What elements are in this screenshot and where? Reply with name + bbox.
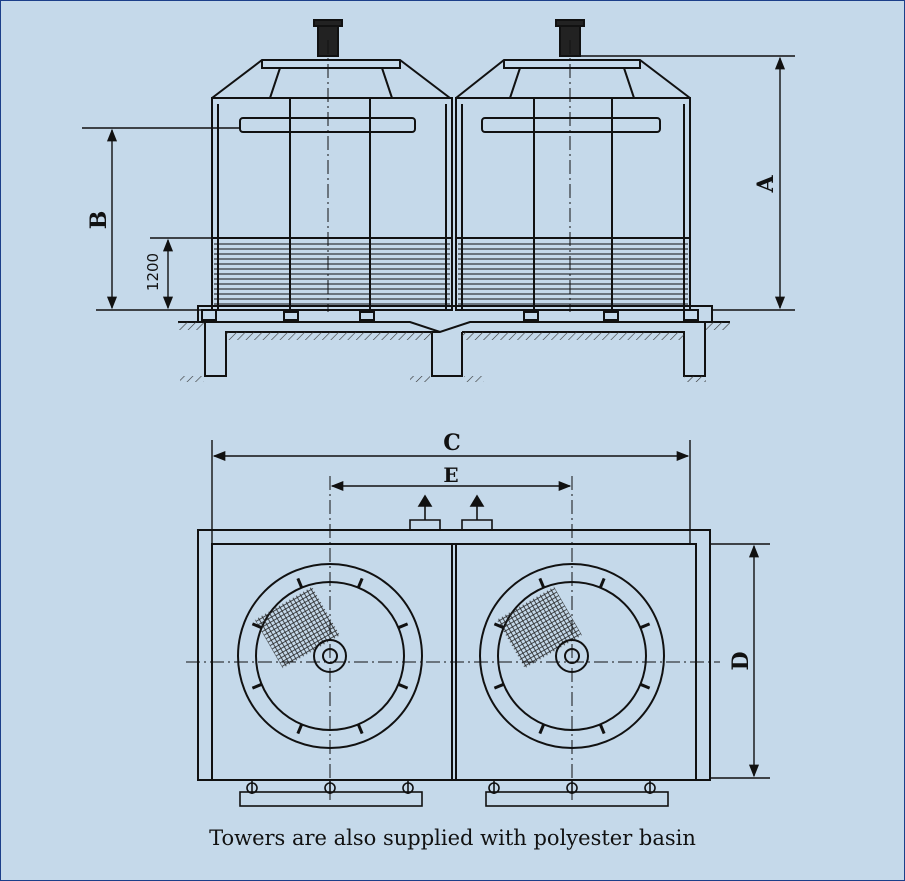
shroud-segment-tick bbox=[538, 577, 546, 589]
shroud-segment-tick bbox=[598, 577, 606, 589]
dimension-a bbox=[574, 55, 795, 311]
label-1200: 1200 bbox=[144, 253, 162, 291]
shroud-segment-tick bbox=[296, 577, 304, 589]
dimension-c bbox=[211, 440, 691, 545]
shroud-segment-tick bbox=[397, 622, 409, 630]
shroud-segment-tick bbox=[639, 622, 651, 630]
dimension-b bbox=[82, 127, 240, 311]
shroud-segment-tick bbox=[356, 723, 364, 735]
elevation-view bbox=[82, 19, 795, 382]
figure-caption: Towers are also supplied with polyester … bbox=[209, 826, 696, 850]
outlet-headers bbox=[239, 780, 669, 807]
shroud-segment-tick bbox=[397, 682, 409, 690]
shroud-segment-tick bbox=[356, 577, 364, 589]
shroud-segment-tick bbox=[493, 622, 505, 630]
shroud-segment-tick bbox=[598, 723, 606, 735]
inlet-pipes bbox=[409, 494, 493, 531]
dimension-d bbox=[710, 543, 770, 779]
right-tower-elevation bbox=[455, 19, 691, 311]
shroud-segment-tick bbox=[251, 682, 263, 690]
left-tower-elevation bbox=[211, 19, 453, 311]
foundations bbox=[178, 321, 730, 377]
shroud-segment-tick bbox=[538, 723, 546, 735]
label-d: D bbox=[728, 651, 754, 670]
louver-lines bbox=[214, 243, 688, 305]
shroud-segment-tick bbox=[493, 682, 505, 690]
shroud-segment-tick bbox=[251, 622, 263, 630]
shroud-segment-tick bbox=[296, 723, 304, 735]
basin-elevation bbox=[197, 305, 713, 334]
label-e: E bbox=[443, 463, 458, 487]
shroud-segment-tick bbox=[639, 682, 651, 690]
label-a: A bbox=[753, 175, 779, 194]
plan-view bbox=[186, 440, 770, 807]
label-c: C bbox=[443, 430, 461, 456]
label-b: B bbox=[86, 211, 112, 230]
dimension-1200 bbox=[150, 237, 212, 310]
